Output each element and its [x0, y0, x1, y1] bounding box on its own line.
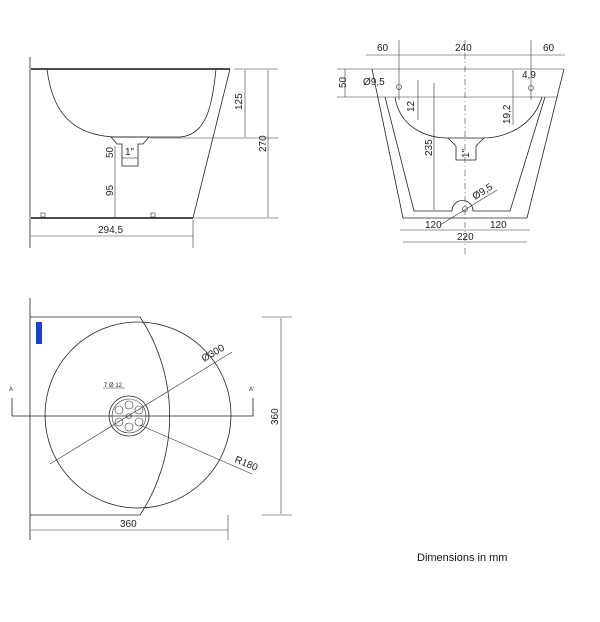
- dim-bottom-width: 220: [457, 232, 474, 243]
- dim-right-margin: 60: [543, 43, 555, 54]
- dim-bottom-left: 120: [425, 220, 442, 231]
- dim-drain-size: 1": [461, 148, 472, 158]
- section-marker-a-prime: A': [249, 387, 254, 393]
- dim-hole-left-offset: 12: [406, 100, 417, 112]
- dim-rim-depth: 125: [234, 93, 245, 110]
- dim-rim-height: 50: [338, 76, 349, 88]
- dim-center-span: 240: [455, 43, 472, 54]
- side-view: 125 270 50 1" 95 294,5: [29, 57, 278, 248]
- dim-drain-size: 1": [125, 147, 135, 158]
- dim-bottom-right: 120: [490, 220, 507, 231]
- dim-hole-right-depth: 19,2: [502, 104, 513, 124]
- front-section: 60 240 60 50 Ø9,5 12 4,9 19,2 235 1" Ø9,…: [337, 40, 565, 255]
- dim-interior-height: 235: [424, 139, 435, 156]
- dim-bottom-hole: Ø9,5: [471, 181, 496, 202]
- dim-hole-right-offset: 4,9: [522, 70, 536, 81]
- dim-drain-holes: 7 Ø 12: [104, 383, 123, 389]
- dim-drain-length: 50: [105, 146, 116, 158]
- brand-logo: [36, 322, 42, 344]
- dim-base-width: 294,5: [98, 225, 123, 236]
- dim-left-margin: 60: [377, 43, 389, 54]
- units-note: Dimensions in mm: [417, 552, 508, 564]
- dim-outer-radius: R180: [233, 455, 260, 474]
- dim-floor-clearance: 95: [105, 184, 116, 196]
- section-marker-a: A: [9, 387, 13, 393]
- plan-view: Ø300 R180 360 360 7 Ø 12 A A': [9, 298, 292, 540]
- dim-plan-height: 360: [270, 408, 281, 425]
- dim-total-height: 270: [258, 135, 269, 152]
- dim-plan-width: 360: [120, 519, 137, 530]
- dim-hole-left: Ø9,5: [363, 77, 385, 88]
